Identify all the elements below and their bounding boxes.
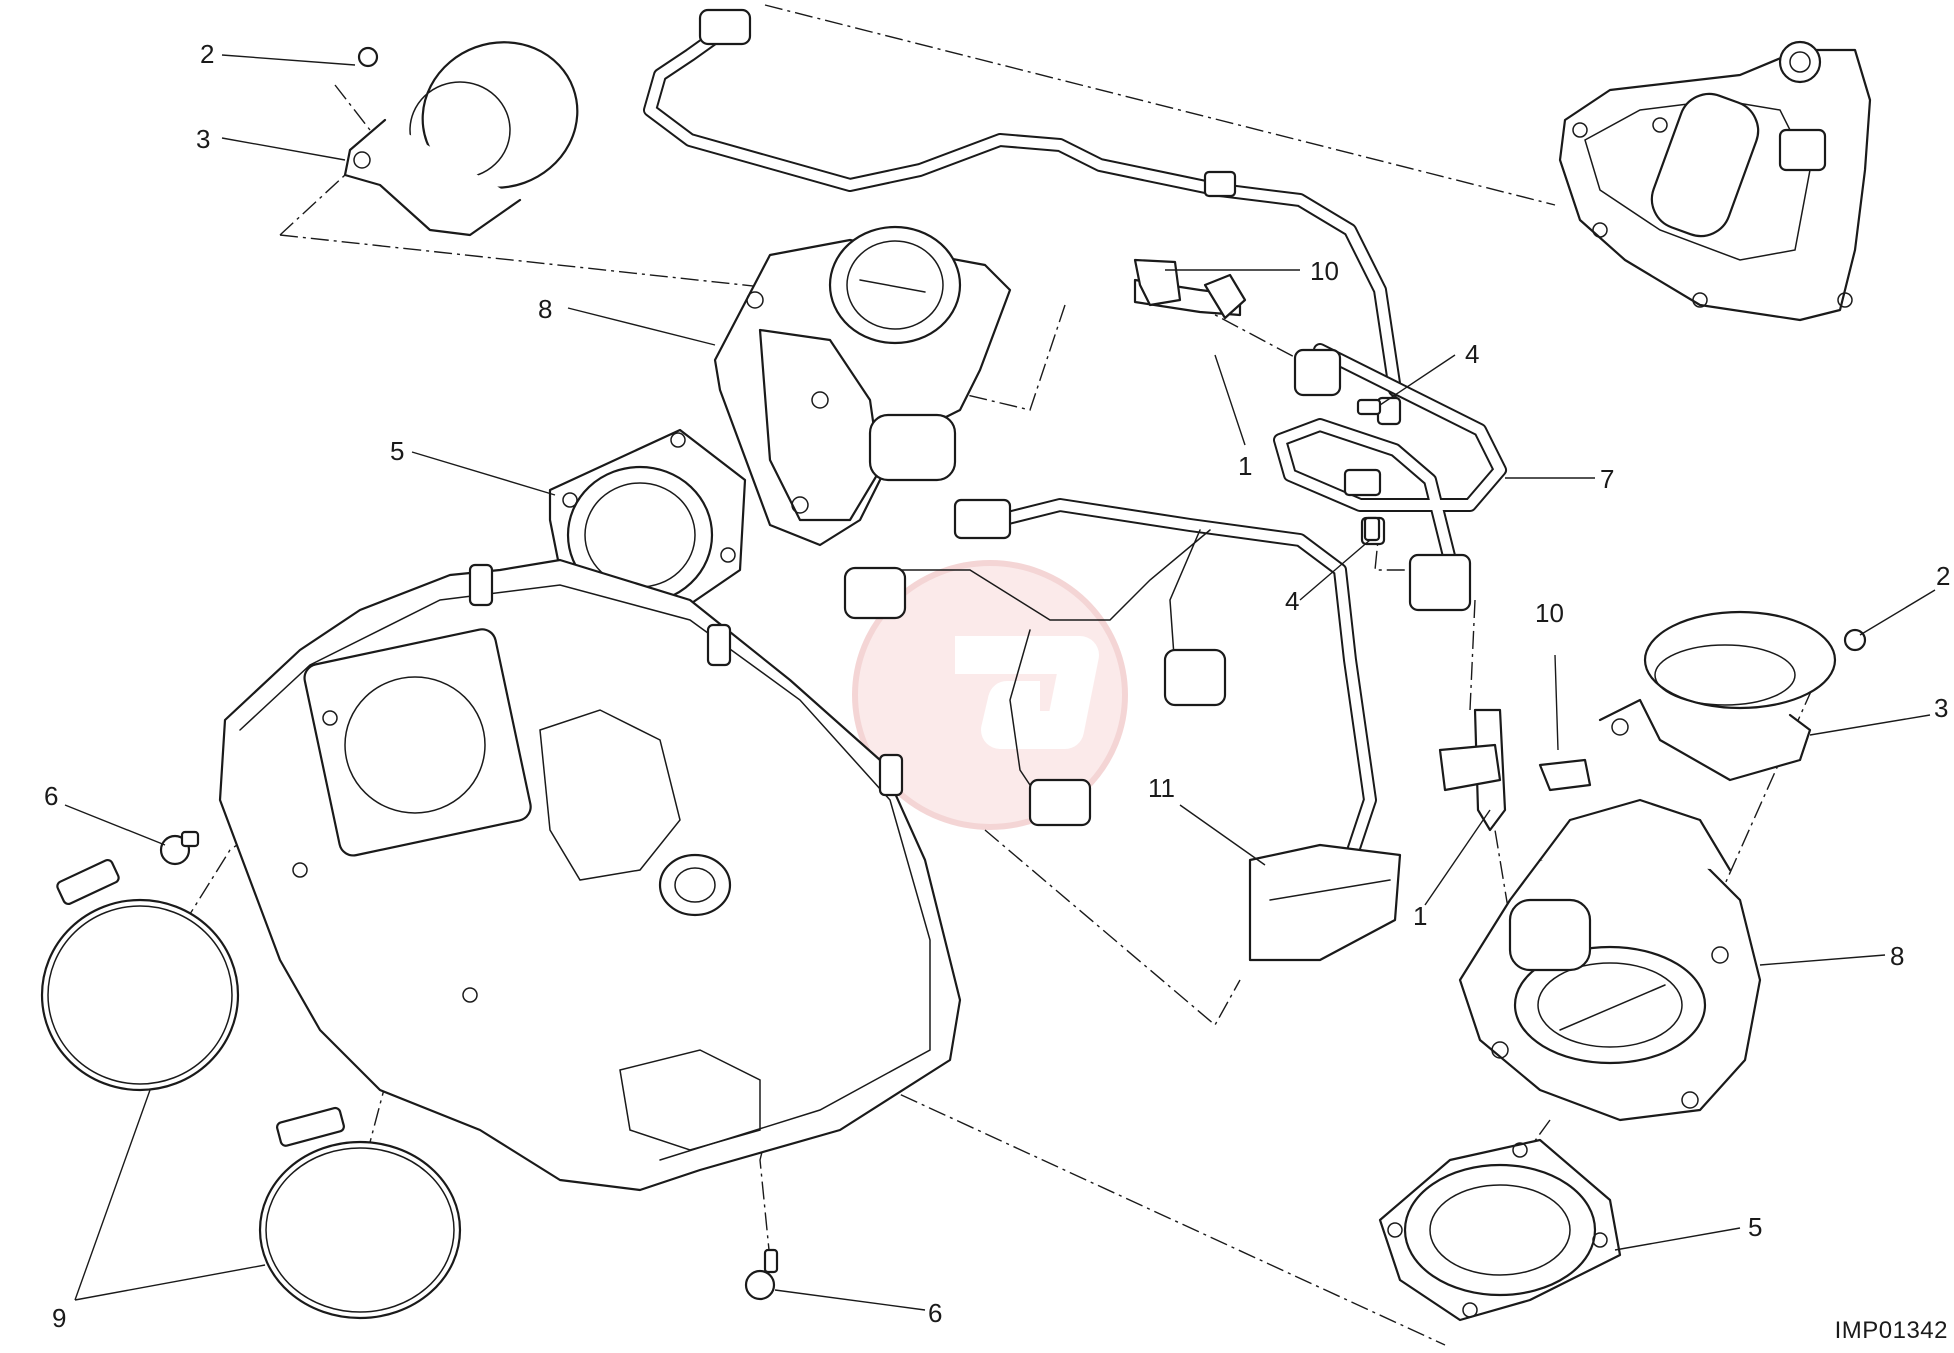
callout-3: 3: [196, 124, 210, 154]
callout-10: 10: [1310, 256, 1339, 286]
callout-1: 1: [1238, 451, 1252, 481]
callout-6: 6: [928, 1298, 942, 1328]
diagram-code: IMP01342: [1834, 1317, 1948, 1344]
callout-3: 3: [1934, 693, 1948, 723]
callout-5: 5: [1748, 1212, 1762, 1242]
callout-5: 5: [390, 436, 404, 466]
top-fuel-hose: [643, 8, 1402, 397]
callout-1: 1: [1413, 901, 1427, 931]
callout-4: 4: [1465, 339, 1479, 369]
watermark-logo: [852, 560, 1128, 830]
wiring-harness: [843, 498, 1402, 962]
callout-7: 7: [1600, 464, 1614, 494]
right-hose: [1273, 343, 1507, 612]
intake-funnel-right: [1598, 610, 1867, 782]
callout-9: 9: [52, 1303, 66, 1333]
callout-8: 8: [1890, 941, 1904, 971]
throttle-body-top: [713, 225, 1012, 547]
injector-right: [1438, 708, 1592, 832]
airbox: [218, 558, 962, 1192]
callout-4: 4: [1285, 586, 1299, 616]
hose-clamps: [40, 858, 462, 1320]
pump-housing: [1558, 40, 1872, 322]
callout-2: 2: [1936, 561, 1950, 591]
callout-2: 2: [200, 39, 214, 69]
callout-10: 10: [1535, 598, 1564, 628]
leader-lines: [64, 54, 1936, 1311]
intake-funnel-left: [343, 41, 579, 237]
callout-8: 8: [538, 294, 552, 324]
callout-6: 6: [44, 781, 58, 811]
injector-top: [1133, 258, 1247, 320]
throttle-body-right: [1458, 798, 1762, 1122]
intake-flange-bottom: [1378, 1138, 1622, 1322]
callout-11: 11: [1148, 773, 1175, 803]
screws: [159, 398, 1382, 1301]
callout-labels: 2 3 8 5 10 1 4 7 4 10 2 3 11 1 8 5 6 6 9: [44, 39, 1950, 1333]
